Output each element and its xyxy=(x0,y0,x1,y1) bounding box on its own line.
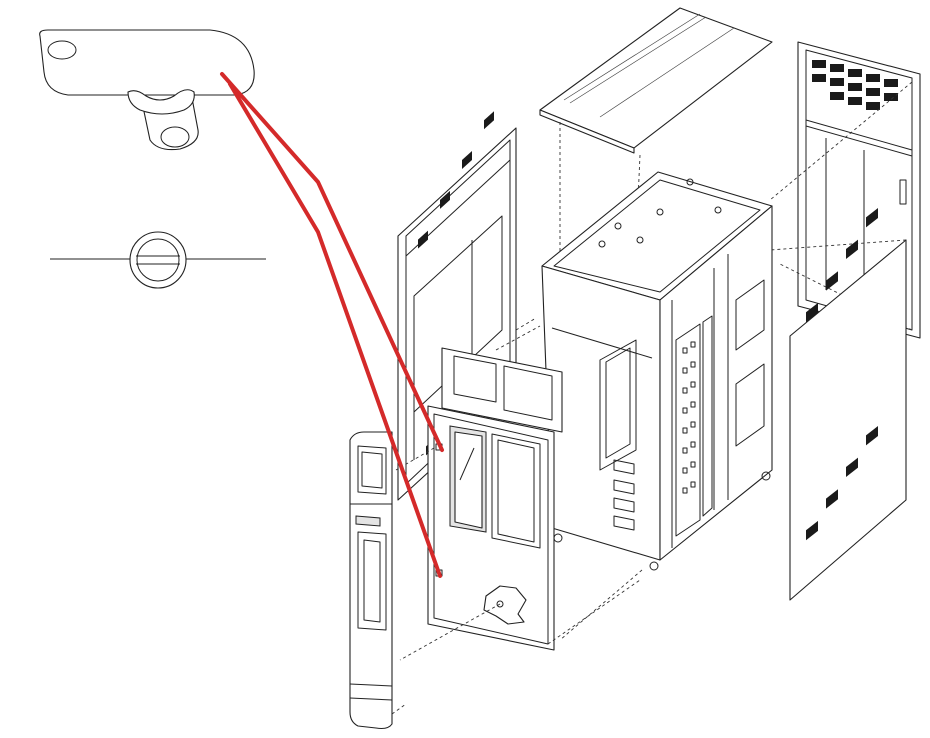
key-top-view xyxy=(50,231,266,289)
callout-line-lower xyxy=(228,82,442,578)
side-panel-right xyxy=(769,208,907,601)
callout-line-upper xyxy=(220,72,444,452)
callout-lines xyxy=(220,72,444,578)
front-bezel xyxy=(349,431,407,730)
cabinet-frame xyxy=(541,171,773,641)
operator-panel-plate xyxy=(441,325,563,433)
door-key xyxy=(39,29,255,151)
top-cover xyxy=(539,7,773,268)
front-door xyxy=(395,405,641,661)
